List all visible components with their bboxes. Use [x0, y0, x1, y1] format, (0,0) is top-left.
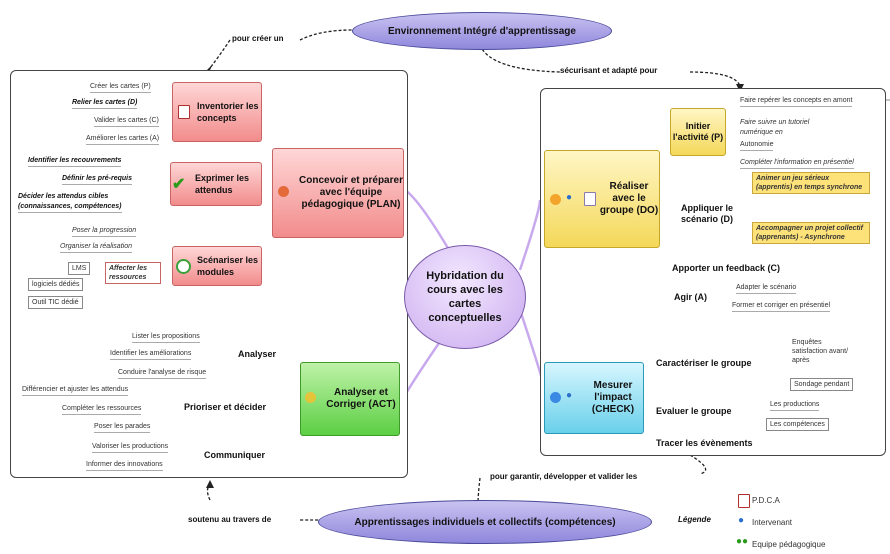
appliquer-leaf-0: Animer un jeu sérieux (apprentis) en tem…	[752, 172, 870, 194]
legend-item-equipe: Equipe pédagogique	[752, 540, 826, 549]
prioriser-node[interactable]: Prioriser et décider	[184, 402, 267, 412]
top-node-label: Environnement Intégré d'apprentissage	[388, 25, 576, 37]
prioriser-leaf-1: Compléter les ressources	[62, 404, 142, 415]
analyser-node[interactable]: Analyser	[238, 349, 277, 359]
connector-label-bottom-right: pour garantir, développer et valider les	[490, 472, 638, 481]
caracteriser-leaf-0: Enquêtes satisfaction avant/ après	[792, 338, 852, 365]
legend-item-pdca: P.D.C.A	[752, 496, 780, 505]
exprimer-leaf-3: (connaissances, compétences)	[18, 202, 122, 213]
plan-label: Concevoir et préparer avec l'équipe péda…	[299, 175, 403, 210]
exprimer-node[interactable]: Exprimer les attendus	[170, 162, 262, 206]
top-node-environnement[interactable]: Environnement Intégré d'apprentissage	[352, 12, 612, 50]
inventorier-label: Inventorier les concepts	[197, 101, 259, 123]
exprimer-leaf-0: Identifier les recouvrements	[28, 156, 122, 167]
initier-node[interactable]: Initier l'activité (P)	[670, 108, 726, 156]
agir-leaf-1: Former et corriger en présentiel	[732, 301, 831, 312]
initier-leaf-0: Faire repérer les concepts en amont	[740, 96, 853, 107]
check-circle-icon	[550, 392, 561, 403]
feedback-node[interactable]: Apporter un feedback (C)	[672, 263, 781, 273]
person-icon: ●	[738, 515, 745, 526]
pdca-doc-icon	[738, 494, 750, 508]
inventorier-leaf-2: Valider les cartes (C)	[94, 116, 159, 127]
exprimer-leaf-2: Décider les attendus cibles	[18, 193, 109, 200]
do-document-icon	[584, 192, 596, 206]
communiquer-leaf-1: Informer des innovations	[86, 460, 163, 471]
evaluer-leaf-1: Les compétences	[766, 418, 829, 431]
affecter-node[interactable]: Affecter les ressources	[105, 262, 161, 284]
prioriser-leaf-0: Différencier et ajuster les attendus	[22, 385, 129, 396]
initier-leaf-4: Compléter l'information en présentiel	[740, 158, 854, 169]
evaluer-leaf-0: Les productions	[770, 400, 820, 411]
legend-title: Légende	[678, 515, 711, 524]
scenariser-leaf-1: Organiser la réalisation	[60, 242, 132, 253]
communiquer-node[interactable]: Communiquer	[204, 450, 266, 460]
exprimer-label: Exprimer les attendus	[195, 173, 250, 195]
initier-leaf-1: Faire suivre un tutoriel	[740, 119, 810, 126]
caracteriser-node[interactable]: Caractériser le groupe	[656, 358, 752, 368]
appliquer-leaf-1-text: Accompagner un projet collectif (apprena…	[756, 225, 863, 241]
act-node[interactable]: Analyser et Corriger (ACT)	[300, 362, 400, 436]
agir-node[interactable]: Agir (A)	[674, 292, 707, 302]
check-label: Mesurer l'impact (CHECK)	[591, 380, 635, 415]
check-icon: ✔	[172, 176, 186, 193]
exprimer-leaf-1: Définir les pré-requis	[62, 174, 133, 185]
check-person-icon: ●	[566, 390, 573, 401]
affecter-leaf-2: Outil TIC dédié	[28, 296, 83, 309]
prioriser-leaf-2: Poser les parades	[94, 422, 151, 433]
bottom-node-apprentissages[interactable]: Apprentissages individuels et collectifs…	[318, 500, 652, 544]
initier-leaf-2: numérique en	[740, 129, 783, 136]
plan-node[interactable]: Concevoir et préparer avec l'équipe péda…	[272, 148, 404, 238]
appliquer-leaf-0-text: Animer un jeu sérieux (apprentis) en tem…	[756, 175, 863, 191]
inventorier-leaf-0: Créer les cartes (P)	[90, 82, 151, 93]
scenariser-label: Scénariser les modules	[197, 255, 259, 277]
group-icon: ●●	[736, 536, 749, 547]
bottom-node-label: Apprentissages individuels et collectifs…	[354, 516, 616, 528]
do-label: Réaliser avec le groupe (DO)	[599, 181, 659, 216]
initier-label: Initier l'activité (P)	[672, 121, 724, 142]
check-node[interactable]: Mesurer l'impact (CHECK)	[544, 362, 644, 434]
clock-icon	[176, 259, 191, 274]
caracteriser-leaf-0-text: Enquêtes satisfaction avant/ après	[792, 339, 849, 364]
inventorier-leaf-1: Relier les cartes (D)	[72, 98, 138, 109]
central-node-label: Hybridation du cours avec les cartes con…	[426, 270, 504, 324]
appliquer-label: Appliquer le scénario (D)	[680, 203, 733, 224]
scenariser-leaf-0: Poser la progression	[72, 226, 137, 237]
analyser-leaf-1: Identifier les améliorations	[110, 349, 192, 360]
analyser-leaf-2: Conduire l'analyse de risque	[118, 368, 207, 379]
evaluer-node[interactable]: Evaluer le groupe	[656, 406, 732, 416]
connector-label-bottom-left: soutenu au travers de	[188, 515, 272, 524]
act-circle-icon	[305, 392, 316, 403]
caracteriser-leaf-1: Sondage pendant	[790, 378, 854, 391]
act-label: Analyser et Corriger (ACT)	[326, 387, 396, 410]
do-circle-icon	[550, 194, 561, 205]
legend-item-intervenant: Intervenant	[752, 518, 793, 527]
central-node[interactable]: Hybridation du cours avec les cartes con…	[404, 245, 526, 349]
tracer-node[interactable]: Tracer les évènements	[656, 438, 753, 448]
do-node[interactable]: Réaliser avec le groupe (DO)	[544, 150, 660, 248]
document-icon	[178, 105, 190, 119]
affecter-leaf-1: logiciels dédiés	[28, 278, 84, 291]
agir-leaf-0: Adapter le scénario	[736, 283, 797, 294]
communiquer-leaf-0: Valoriser les productions	[92, 442, 169, 453]
connector-label-top-right: sécurisant et adapté pour	[560, 66, 658, 75]
inventorier-leaf-3: Améliorer les cartes (A)	[86, 134, 160, 145]
plan-circle-icon	[278, 186, 289, 197]
appliquer-leaf-1: Accompagner un projet collectif (apprena…	[752, 222, 870, 244]
affecter-label: Affecter les ressources	[109, 265, 148, 281]
do-person-icon: ●	[566, 192, 573, 203]
affecter-leaf-0: LMS	[68, 262, 91, 275]
connector-label-top-left: pour créer un	[232, 34, 284, 43]
analyser-leaf-0: Lister les propositions	[132, 332, 200, 343]
initier-leaf-3: Autonomie	[740, 140, 774, 151]
appliquer-node[interactable]: Appliquer le scénario (D)	[668, 194, 746, 234]
